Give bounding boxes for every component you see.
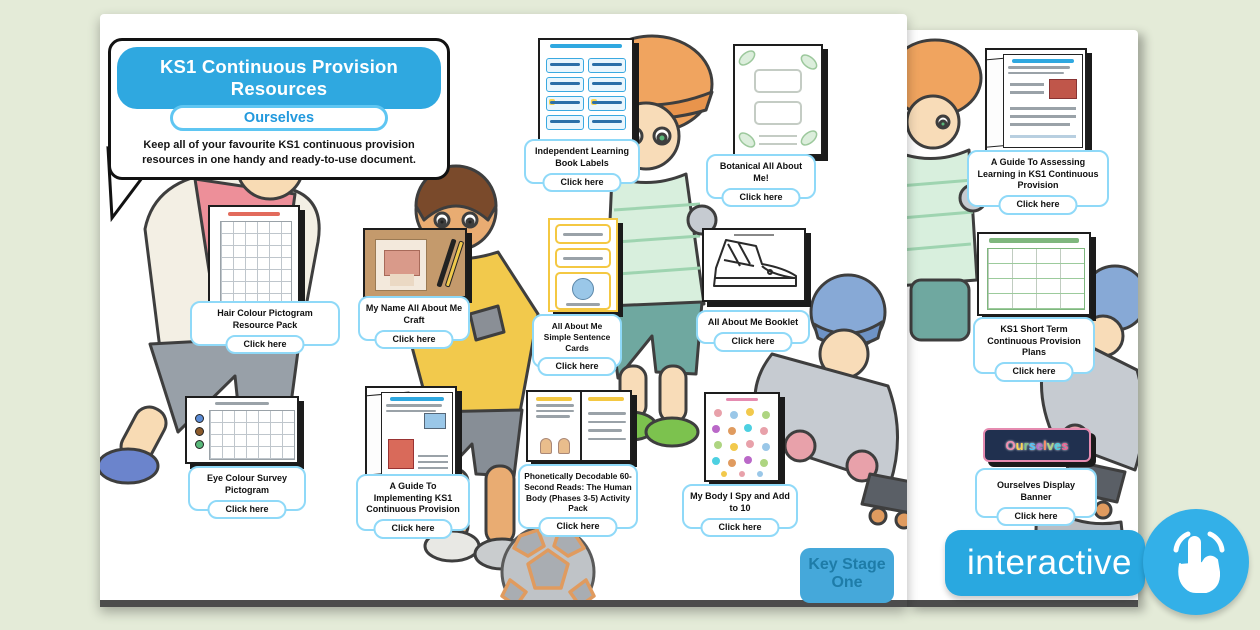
tap-hand-icon	[1143, 509, 1249, 615]
resource-card-guide-assessing: A Guide To Assessing Learning in KS1 Con…	[967, 150, 1109, 216]
thumbnail-sentence-cards	[548, 218, 618, 312]
resource-title: Ourselves Display Banner	[996, 480, 1076, 502]
click-here-button[interactable]: Click here	[225, 334, 305, 355]
header-description: Keep all of your favourite KS1 continuou…	[142, 139, 416, 167]
thumbnail-guide-assessing	[985, 48, 1087, 152]
resource-title: My Name All About Me Craft	[365, 303, 463, 325]
click-here-button[interactable]: Click here	[700, 517, 780, 538]
click-here-button[interactable]: Click here	[996, 506, 1076, 527]
banner-word: Ourselves	[1005, 437, 1069, 453]
page-title: KS1 Continuous Provision Resources	[117, 47, 441, 109]
click-here-button[interactable]: Click here	[721, 187, 801, 208]
preview-page-1: KS1 Continuous Provision Resources Ourse…	[100, 14, 907, 607]
click-here-button[interactable]: Click here	[998, 195, 1078, 216]
resource-card-sentence-cards: All About Me Simple Sentence Cards Click…	[532, 314, 622, 377]
resource-title: Phonetically Decodable 60-Second Reads: …	[524, 471, 632, 514]
thumbnail-guide-implementing	[365, 386, 457, 480]
resource-card-booklet: All About Me Booklet Click here	[696, 310, 810, 352]
thumbnail-ourselves-banner: Ourselves	[983, 428, 1091, 462]
resource-title: All About Me Simple Sentence Cards	[543, 321, 611, 353]
click-here-button[interactable]: Click here	[373, 519, 453, 540]
resource-title: Eye Colour Survey Pictogram	[206, 473, 288, 495]
resource-title: Independent Learning Book Labels	[534, 146, 629, 168]
resource-title: A Guide To Implementing KS1 Continuous P…	[366, 481, 460, 515]
thumbnail-my-body-i-spy	[704, 392, 780, 482]
interactive-badge: interactive	[945, 530, 1145, 596]
resource-card-ourselves-banner: Ourselves Display Banner Click here	[975, 468, 1097, 527]
resource-card-hair-pictogram: Hair Colour Pictogram Resource Pack Clic…	[190, 301, 340, 355]
click-here-button[interactable]: Click here	[994, 362, 1074, 383]
resource-card-i-spy: My Body I Spy and Add to 10 Click here	[682, 484, 798, 538]
thumbnail-botanical-all-about-me	[733, 44, 823, 156]
resource-title: Hair Colour Pictogram Resource Pack	[217, 308, 313, 330]
thumbnail-short-term-plans	[977, 232, 1091, 316]
resource-card-phonetic-reads: Phonetically Decodable 60-Second Reads: …	[518, 464, 638, 538]
click-here-button[interactable]: Click here	[374, 329, 454, 350]
topic-subtitle: Ourselves	[170, 105, 388, 131]
click-here-button[interactable]: Click here	[538, 517, 618, 538]
header-bubble: KS1 Continuous Provision Resources Ourse…	[108, 38, 450, 180]
click-here-button[interactable]: Click here	[207, 499, 287, 520]
resource-title: My Body I Spy and Add to 10	[690, 491, 790, 513]
logo-line2: One	[831, 574, 863, 592]
click-here-button[interactable]: Click here	[537, 356, 617, 377]
preview-page-2: Ourselves A Guide To Assessing Learning …	[907, 30, 1138, 607]
thumbnail-phonetic-reads	[526, 390, 632, 462]
resource-card-book-labels: Independent Learning Book Labels Click h…	[524, 139, 640, 193]
click-here-button[interactable]: Click here	[713, 332, 793, 352]
resource-title: KS1 Short Term Continuous Provision Plan…	[987, 324, 1081, 358]
resource-title: A Guide To Assessing Learning in KS1 Con…	[977, 157, 1099, 191]
logo-line1: Key Stage	[808, 556, 886, 573]
interactive-label: interactive	[967, 543, 1133, 582]
thumbnail-eye-colour-survey	[185, 396, 299, 464]
resource-title: All About Me Booklet	[707, 317, 799, 327]
resource-title: Botanical All About Me!	[719, 161, 803, 183]
resource-card-botanical: Botanical All About Me! Click here	[706, 154, 816, 208]
click-here-button[interactable]: Click here	[542, 172, 622, 193]
thumbnail-all-about-me-booklet	[702, 228, 806, 302]
key-stage-one-logo: Key Stage One	[800, 548, 894, 603]
resource-card-short-term-plans: KS1 Short Term Continuous Provision Plan…	[973, 317, 1095, 383]
thumbnail-my-name-craft	[363, 228, 467, 298]
resource-card-guide-implementing: A Guide To Implementing KS1 Continuous P…	[356, 474, 470, 540]
resource-card-eye-survey: Eye Colour Survey Pictogram Click here	[188, 466, 306, 520]
resource-card-my-name-craft: My Name All About Me Craft Click here	[358, 296, 470, 350]
